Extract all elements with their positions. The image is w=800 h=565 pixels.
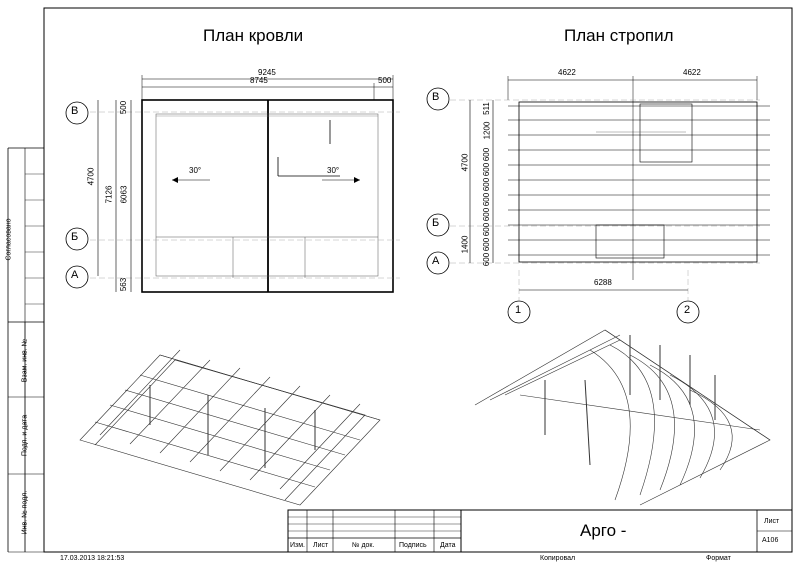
axis-label-a-left: А [71, 269, 79, 281]
roof-dim-left-mid-1: 7126 [104, 185, 114, 204]
rafter-plan-drawing [450, 76, 770, 300]
rafter-dim-bottom: 6288 [594, 278, 612, 287]
axis-label-v-right: В [432, 91, 440, 103]
roof-slope-left: 30° [189, 166, 202, 175]
roof-dim-total: 9245 [258, 68, 276, 77]
sheet-code: А106 [762, 537, 779, 544]
rafter-dim-inner-8: 600 [482, 222, 492, 237]
footer-copied: Копировал [540, 555, 576, 562]
tb-col-sheet: Лист [313, 542, 329, 549]
roof-slope-right: 30° [327, 166, 340, 175]
sidebar-inv-replace: Взам. инв. № [21, 338, 29, 383]
rafter-dim-inner-5: 600 [482, 177, 492, 192]
rafter-plan-title: План стропил [564, 26, 674, 45]
roof-dim-left-bottom: 563 [119, 277, 129, 292]
axis-label-v-left: В [71, 105, 79, 117]
roof-dim-left-top: 500 [119, 100, 129, 115]
axis-label-1: 1 [515, 304, 522, 316]
sidebar-sign-date: Подп. и дата [21, 414, 29, 457]
rafter-dim-inner-6: 600 [482, 192, 492, 207]
rafter-dim-inner-4: 600 [482, 162, 492, 177]
sidebar-agreed: Согласовано [5, 218, 13, 261]
isometric-frame-right [474, 329, 771, 506]
roof-plan-drawing [90, 75, 400, 293]
rafter-dim-inner-10: 600 [482, 252, 492, 267]
rafter-dim-inner-2: 1200 [482, 121, 492, 140]
axis-label-2: 2 [684, 304, 691, 316]
roof-dim-main: 8745 [250, 76, 268, 85]
tb-col-date: Дата [440, 542, 456, 549]
tb-col-change: Изм. [290, 542, 305, 549]
rafter-dim-inner-3: 600 [482, 147, 492, 162]
axis-label-b-left: Б [71, 231, 79, 243]
axis-label-a-right: А [432, 255, 440, 267]
rafter-dim-inner-1: 511 [481, 102, 491, 115]
project-name: Арго - [580, 521, 627, 540]
roof-plan-title: План кровли [203, 26, 304, 45]
sidebar-inv-orig: Инв. № подл. [21, 490, 29, 535]
footer-format: Формат [706, 555, 731, 562]
rafter-dim-left-lower: 1400 [460, 235, 470, 254]
rafter-dim-inner-9: 600 [482, 237, 492, 252]
rafter-dim-top-1: 4622 [558, 68, 576, 77]
roof-dim-left-outer: 4700 [86, 167, 96, 186]
roof-dim-overhang: 500 [378, 76, 392, 85]
rafter-dim-top-2: 4622 [683, 68, 701, 77]
rafter-dim-inner-7: 600 [482, 207, 492, 222]
axis-label-b-right: Б [432, 217, 440, 229]
rafter-dim-left-outer: 4700 [460, 153, 470, 172]
sheet-label: Лист [764, 518, 780, 525]
roof-dim-left-mid-2: 6063 [119, 185, 129, 204]
tb-col-sign: Подпись [399, 542, 427, 549]
tb-col-doc: № док. [352, 542, 375, 549]
isometric-frame-left [79, 349, 381, 506]
footer-timestamp: 17.03.2013 18:21:53 [60, 555, 125, 562]
